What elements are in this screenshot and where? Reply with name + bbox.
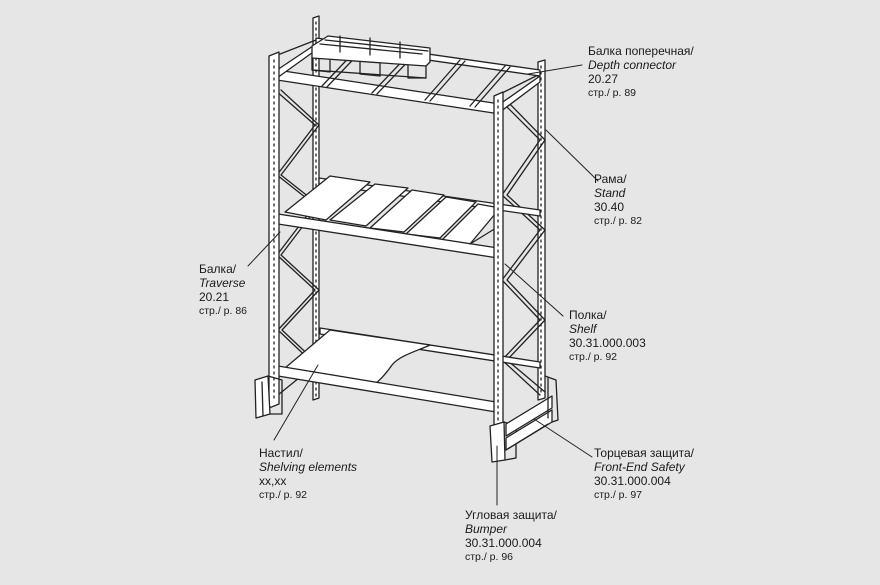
callout-code: 30.31.000.003 [569,336,646,350]
middle-level [277,175,541,259]
callout-code: 30.40 [594,200,625,214]
front-left-upright [268,51,280,409]
callout-en-label: Depth connector [588,58,677,72]
callout-page-ref: стр./ p. 92 [259,489,308,501]
callout-en-label: Front-End Safety [594,460,685,474]
callout-shelving-elements: Настил/ Shelving elements xx,xx стр./ p.… [259,446,357,502]
callout-page-ref: стр./ p. 89 [588,87,637,99]
callout-front-end-safety: Торцевая защита/ Front-End Safety 30.31.… [594,446,694,502]
callout-ru-label: Рама/ [594,172,627,186]
callout-ru-label: Балка/ [199,262,237,276]
callout-code: 20.21 [199,290,230,304]
callout-page-ref: стр./ p. 86 [199,305,248,317]
callout-code: 20.27 [588,72,619,86]
front-end-safety [505,375,559,451]
callout-ru-label: Торцевая защита/ [594,446,695,460]
leader-lines [247,64,599,506]
callout-ru-label: Угловая защита/ [465,508,557,522]
callout-en-label: Shelf [569,322,597,336]
callout-traverse: Балка/ Traverse 20.21 стр./ p. 86 [199,262,247,318]
callout-en-label: Bumper [465,522,508,536]
callout-stand: Рама/ Stand 30.40 стр./ p. 82 [594,172,642,228]
callout-shelf: Полка/ Shelf 30.31.000.003 стр./ p. 92 [569,308,646,364]
callout-page-ref: стр./ p. 96 [465,551,514,563]
front-right-upright [493,91,504,449]
callout-ru-label: Настил/ [259,446,303,460]
callout-en-label: Traverse [199,276,246,290]
callout-bumper: Угловая защита/ Bumper 30.31.000.004 стр… [465,508,557,564]
bottom-level [277,327,541,413]
pallet [311,35,431,79]
left-bumper [254,375,283,419]
callout-page-ref: стр./ p. 82 [594,215,643,227]
callout-en-label: Stand [594,186,626,200]
callout-page-ref: стр./ p. 97 [594,489,643,501]
callout-en-label: Shelving elements [259,460,358,474]
callout-depth-connector: Балка поперечная/ Depth connector 20.27 … [588,44,694,100]
callout-code: 30.31.000.004 [594,474,671,488]
callout-code: 30.31.000.004 [465,536,542,550]
callout-code: xx,xx [259,474,287,488]
callout-ru-label: Балка поперечная/ [588,44,694,58]
callout-ru-label: Полка/ [569,308,607,322]
callout-page-ref: стр./ p. 92 [569,351,618,363]
